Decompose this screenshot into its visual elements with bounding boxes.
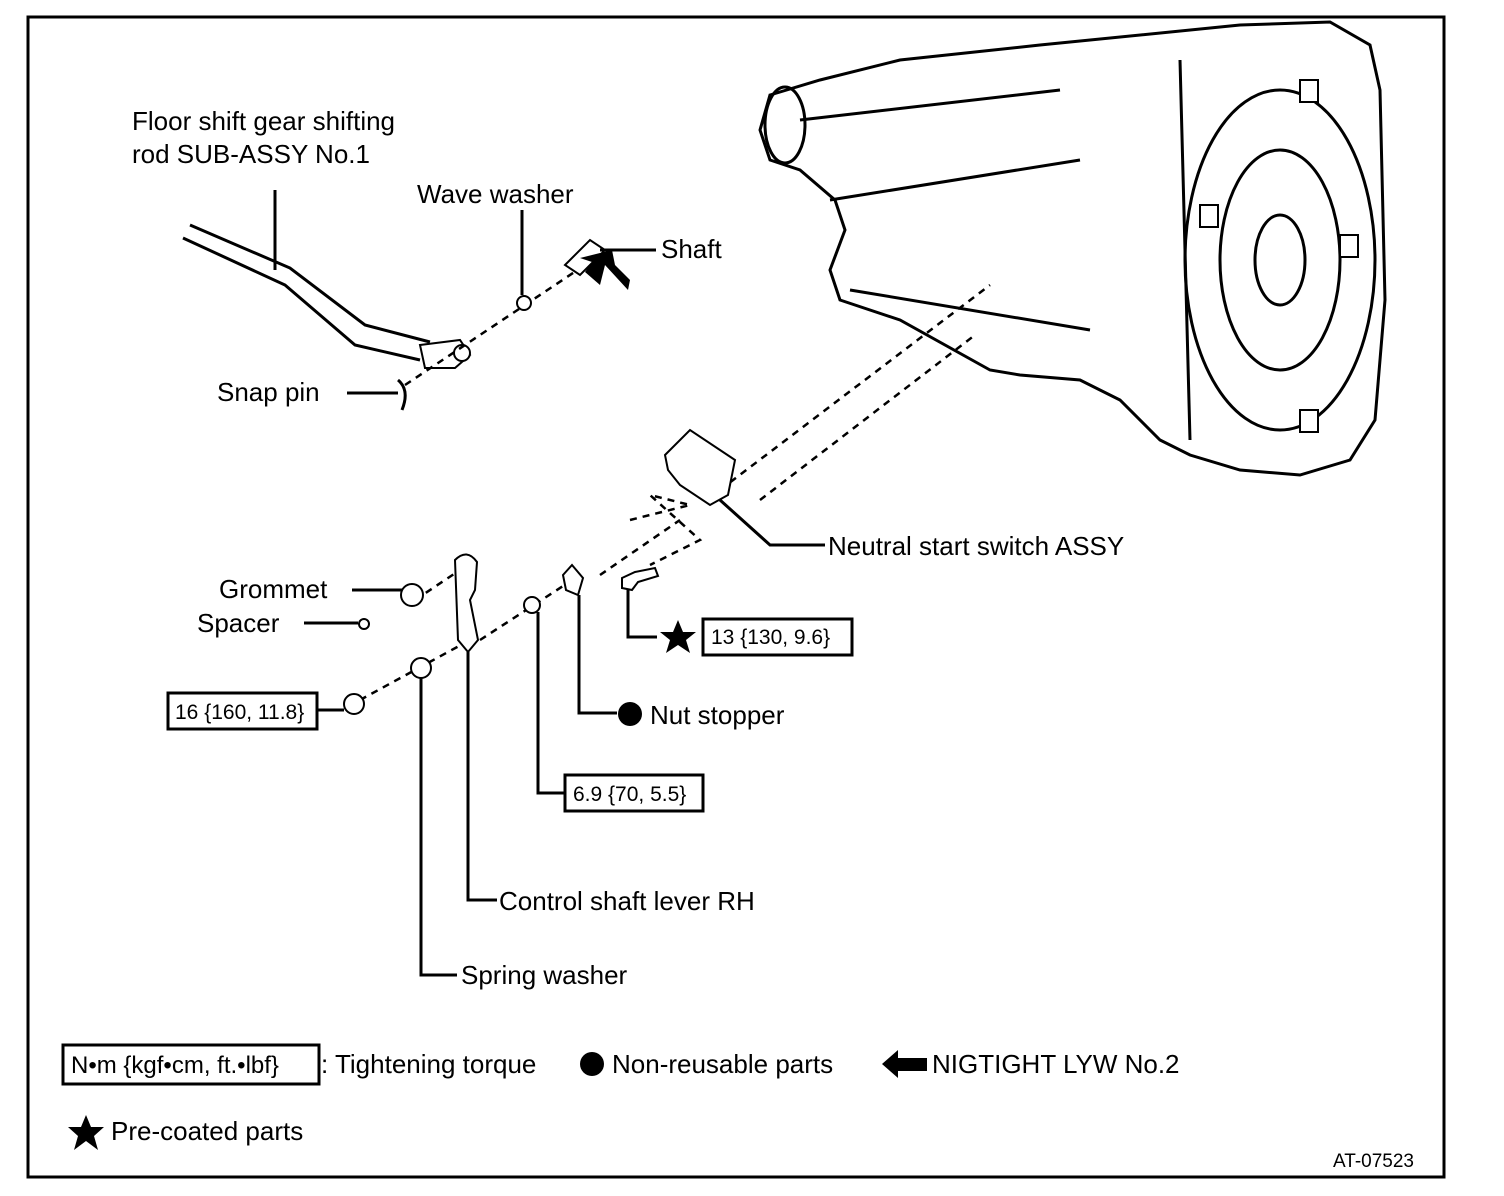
label-spacer: Spacer <box>197 608 280 638</box>
arrow-left-icon <box>882 1050 927 1078</box>
control-lever-part <box>453 553 480 654</box>
legend-nigtight: NIGTIGHT LYW No.2 <box>932 1049 1180 1079</box>
non-reusable-circle-icon <box>618 702 642 726</box>
spacer-part <box>358 618 370 630</box>
lever-nut-part <box>523 596 541 614</box>
transmission-illustration <box>758 20 1387 477</box>
star-icon <box>68 1115 104 1150</box>
snap-pin-part <box>396 378 407 411</box>
nut-part <box>343 693 365 715</box>
neutral-switch-part <box>663 428 737 507</box>
label-control-lever: Control shaft lever RH <box>499 886 755 916</box>
legend-precoated: Pre-coated parts <box>111 1116 303 1146</box>
legend: N•m {kgf•cm, ft.•lbf} : Tightening torqu… <box>61 1043 1180 1150</box>
figure-id: AT-07523 <box>1333 1151 1414 1172</box>
frame <box>26 15 1446 1179</box>
torque-box-nut <box>166 691 319 731</box>
precoated-star-icon <box>660 620 696 653</box>
label-neutral-switch: Neutral start switch ASSY <box>828 531 1124 561</box>
filled-circle-icon <box>580 1052 604 1076</box>
wave-washer-part <box>516 295 532 311</box>
label-rod-line1: Floor shift gear shifting <box>132 106 395 136</box>
torque-box-lever-nut <box>563 773 705 813</box>
label-spring-washer: Spring washer <box>461 960 628 990</box>
bolt-part <box>621 566 660 592</box>
torque-nut: 16 {160, 11.8} <box>175 701 304 724</box>
label-shaft: Shaft <box>661 234 722 264</box>
shifting-rod <box>182 223 472 369</box>
legend-non-reusable: Non-reusable parts <box>612 1049 833 1079</box>
torque-lever-nut: 6.9 {70, 5.5} <box>573 783 686 806</box>
torque-bolt: 13 {130, 9.6} <box>711 626 830 649</box>
torque-box-bolt <box>701 617 854 657</box>
nigtight-arrow-icon <box>580 250 630 290</box>
spring-washer-part <box>410 657 432 679</box>
legend-torque-unit: N•m {kgf•cm, ft.•lbf} <box>71 1052 279 1079</box>
label-grommet: Grommet <box>219 574 328 604</box>
label-wave-washer: Wave washer <box>417 179 574 209</box>
legend-torque-box <box>61 1043 321 1086</box>
legend-torque-text: : Tightening torque <box>321 1049 536 1079</box>
label-rod-line2: rod SUB-ASSY No.1 <box>132 139 370 169</box>
label-snap-pin: Snap pin <box>217 377 320 407</box>
nut-stopper-part <box>561 563 585 597</box>
label-nut-stopper: Nut stopper <box>650 700 785 730</box>
grommet-part <box>400 583 424 607</box>
